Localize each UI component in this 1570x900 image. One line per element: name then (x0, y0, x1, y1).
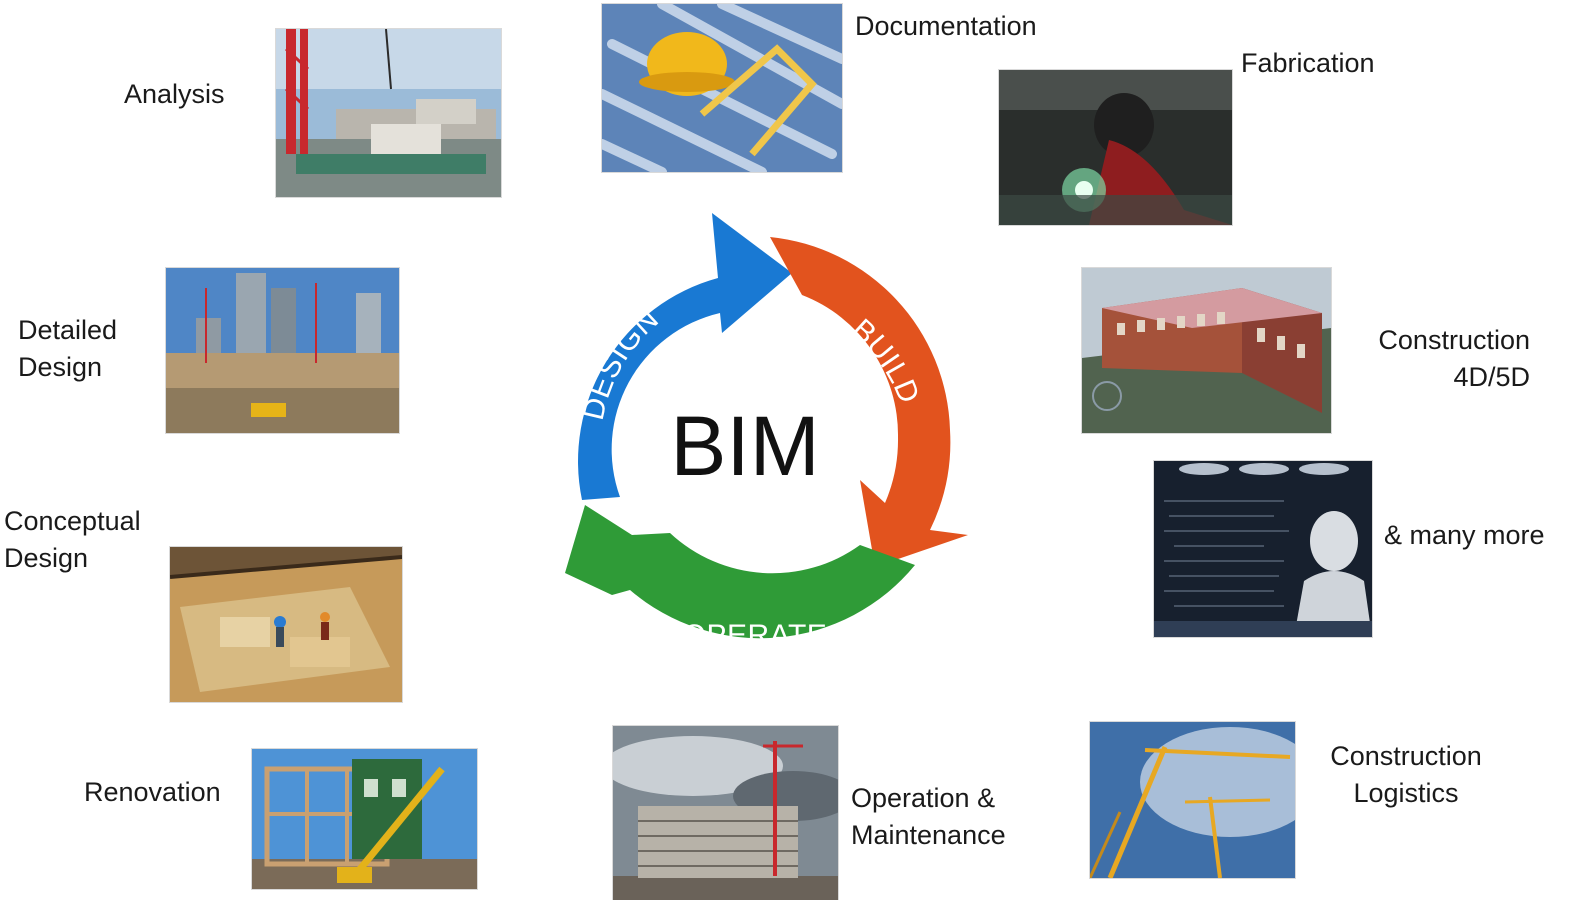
label-construction-logistics: Construction Logistics (1316, 738, 1496, 812)
label-documentation: Documentation (855, 8, 1037, 45)
label-operation-maintenance: Operation & Maintenance (851, 780, 1006, 854)
label-detailed-design: Detailed Design (18, 312, 117, 386)
photo-conceptual-design (170, 547, 402, 702)
label-many-more: & many more (1384, 517, 1545, 554)
photo-many-more (1154, 461, 1372, 637)
photo-documentation (602, 4, 842, 172)
photo-detailed-design (166, 268, 399, 433)
bim-cycle-diagram: DESIGN BUILD OPERATE BIM (530, 205, 970, 665)
label-conceptual-design: Conceptual Design (4, 503, 141, 577)
photo-renovation (252, 749, 477, 889)
photo-operation-maintenance (613, 726, 838, 900)
photo-analysis (276, 29, 501, 197)
photo-fabrication (999, 70, 1232, 225)
label-fabrication: Fabrication (1241, 45, 1375, 82)
label-analysis: Analysis (124, 76, 225, 113)
design-label-text: DESIGN (577, 302, 665, 423)
label-construction-4d5d: Construction 4D/5D (1340, 322, 1530, 396)
operate-label: OPERATE (683, 619, 828, 652)
design-label: DESIGN (577, 302, 665, 423)
photo-construction-logistics (1090, 722, 1295, 878)
bim-title: BIM (670, 399, 819, 493)
photo-construction-4d5d (1082, 268, 1331, 433)
label-renovation: Renovation (84, 774, 221, 811)
